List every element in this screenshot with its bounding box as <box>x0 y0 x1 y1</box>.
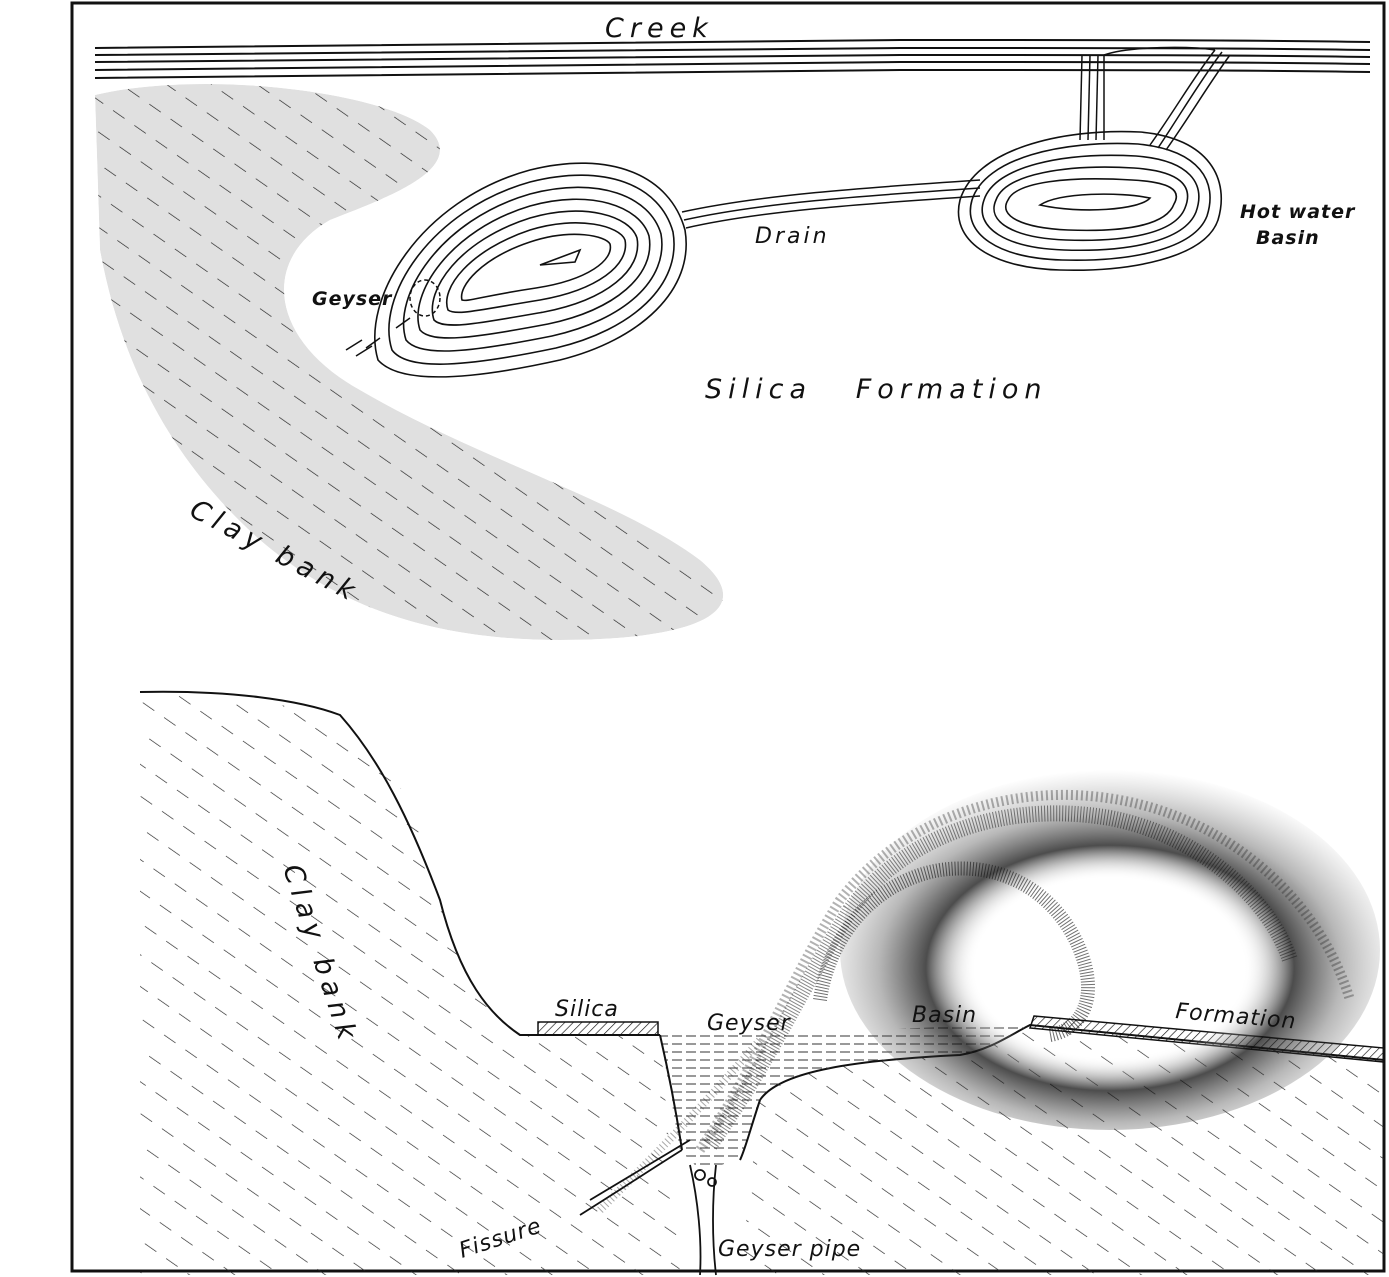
section-geyser-pipe-label: Geyser pipe <box>718 1237 861 1262</box>
plan-view: Creek Clay bank Geyser <box>90 13 1370 650</box>
section-basin-label: Basin <box>912 1003 977 1028</box>
geyser-pipe <box>690 1165 716 1275</box>
silica-mound <box>375 163 686 377</box>
drain-label: Drain <box>755 224 830 249</box>
hot-water-label-1: Hot water <box>1240 201 1356 223</box>
plan-clay-bank <box>90 80 790 650</box>
section-silica-label: Silica <box>555 997 619 1022</box>
silica-formation-label: Silica Formation <box>705 374 1048 405</box>
silica-crust-left <box>538 1022 658 1035</box>
creek-label: Creek <box>605 13 714 44</box>
section-geyser-label: Geyser <box>707 1011 792 1036</box>
plan-fissure-marks <box>346 318 410 356</box>
plan-geyser-vent <box>410 280 440 316</box>
creek <box>95 40 1370 78</box>
hot-water-label-2: Basin <box>1256 227 1320 249</box>
cross-section: Clay bank <box>140 690 1384 1277</box>
hot-water-basin <box>958 132 1221 271</box>
plan-geyser-label: Geyser <box>312 288 393 310</box>
section-clay-bank <box>140 690 700 1277</box>
drain <box>682 180 980 228</box>
